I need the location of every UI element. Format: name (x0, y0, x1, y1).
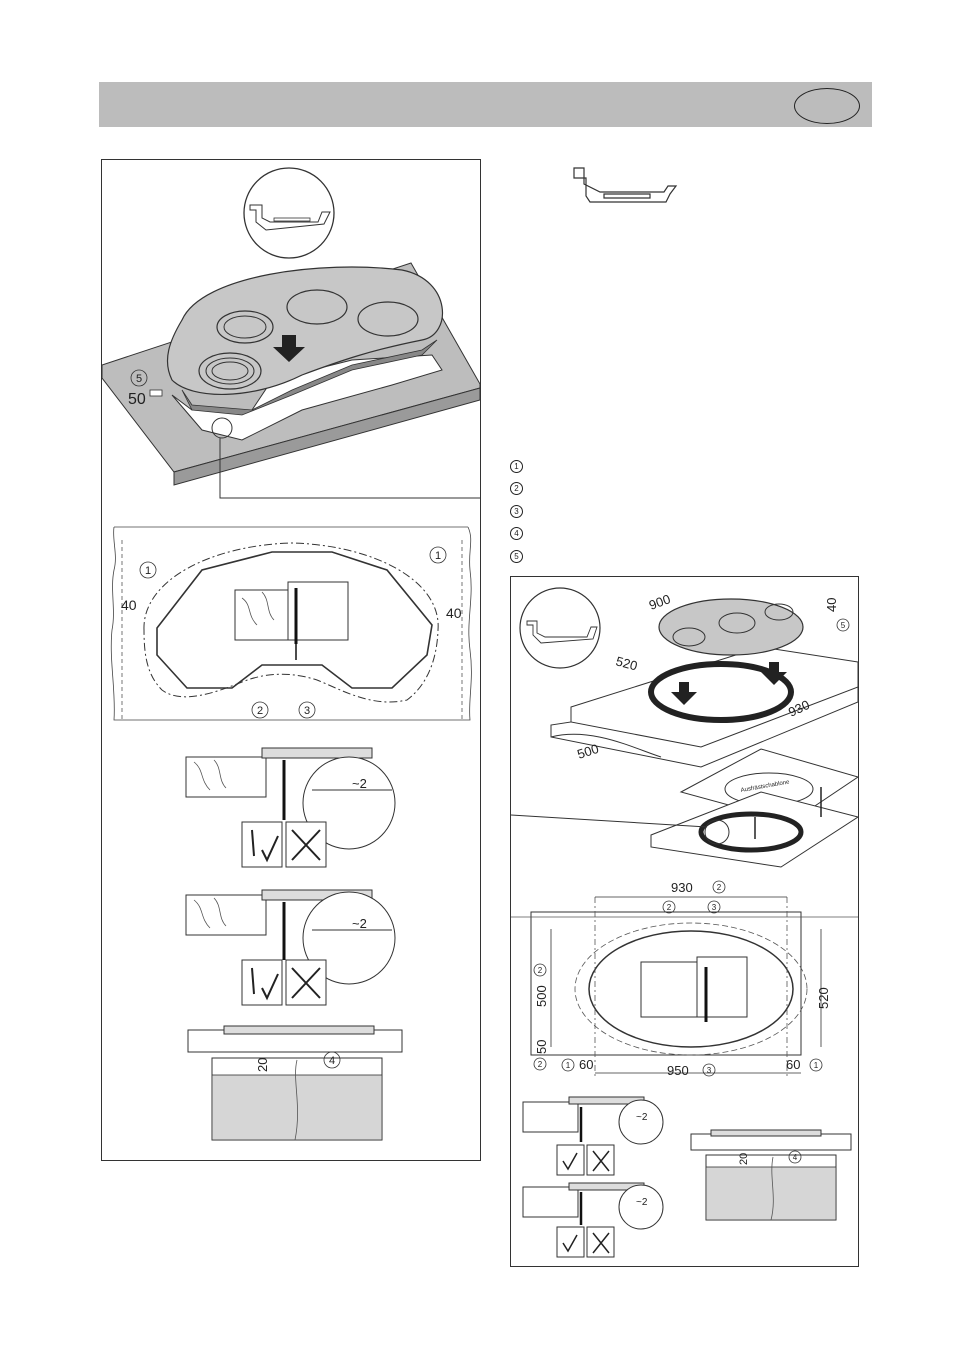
callout-3: 3 (304, 705, 310, 717)
dimension-40-right: 40 (446, 605, 462, 621)
legend-item: 3 (510, 500, 590, 523)
mini-clamp-detail-2 (523, 1183, 663, 1257)
callout-2-bottom-left: 2 (538, 1060, 543, 1069)
dimension-approx-2-a: ~2 (352, 776, 367, 791)
legend-item: 5 (510, 545, 590, 568)
dimension-50: 50 (534, 1040, 549, 1054)
language-badge (794, 88, 860, 124)
callout-2: 2 (257, 705, 263, 717)
callout-1-bottom-right: 1 (814, 1061, 819, 1070)
dimension-900: 900 (647, 591, 673, 613)
callout-1-right: 1 (435, 550, 441, 562)
dimension-60-left: 60 (579, 1057, 593, 1072)
dimension-20: 20 (255, 1058, 270, 1072)
dimension-520: 520 (816, 987, 831, 1009)
callout-5: 5 (136, 373, 142, 385)
legend: 1 2 3 4 5 (510, 455, 590, 568)
cross-section-diagram (188, 1026, 402, 1140)
cutout-dimension-plan (511, 897, 858, 1077)
callout-2-plan: 2 (667, 903, 672, 912)
dimension-approx-2-b: ~2 (352, 916, 367, 931)
callout-5: 5 (841, 621, 846, 630)
template-sheet (511, 749, 858, 867)
callout-2-top: 2 (717, 883, 722, 892)
dimension-500-top: 500 (575, 741, 600, 762)
dimension-520-top: 520 (614, 653, 639, 673)
callout-2-left: 2 (538, 966, 543, 975)
callout-1-bottom-left: 1 (566, 1061, 571, 1070)
detail-magnifier (244, 168, 334, 258)
dimension-40: 40 (824, 598, 839, 612)
dimension-50: 50 (128, 391, 146, 408)
callout-3-bottom: 3 (707, 1066, 712, 1075)
mini-cross-section (691, 1130, 851, 1220)
dimension-40-left: 40 (121, 597, 137, 613)
dimension-500: 500 (534, 985, 549, 1007)
countertop-illustration (102, 263, 480, 498)
dimension-950: 950 (667, 1063, 689, 1078)
clamp-detail-2 (186, 890, 395, 1005)
dimension-approx-2-b: ~2 (636, 1197, 648, 1208)
dimension-20: 20 (738, 1153, 750, 1165)
legend-item: 1 (510, 455, 590, 478)
left-installation-panel: 5 50 40 40 1 1 2 3 (101, 159, 481, 1161)
clamp-detail-1 (186, 748, 395, 867)
callout-4: 4 (329, 1055, 335, 1067)
callout-3-plan: 3 (712, 903, 717, 912)
dimension-930: 930 (671, 880, 693, 895)
cutout-plan-diagram (111, 527, 471, 720)
callout-4: 4 (793, 1153, 798, 1162)
section-header-bar (99, 82, 872, 127)
dimension-60-right: 60 (786, 1057, 800, 1072)
detail-magnifier (520, 588, 600, 668)
legend-item: 2 (510, 478, 590, 501)
dimension-approx-2-a: ~2 (636, 1112, 648, 1123)
mini-clamp-detail-1 (523, 1097, 663, 1175)
callout-1-left: 1 (145, 565, 151, 577)
legend-item: 4 (510, 523, 590, 546)
right-installation-panel: 900 520 930 500 40 5 Ausfrästschablone (510, 576, 859, 1267)
